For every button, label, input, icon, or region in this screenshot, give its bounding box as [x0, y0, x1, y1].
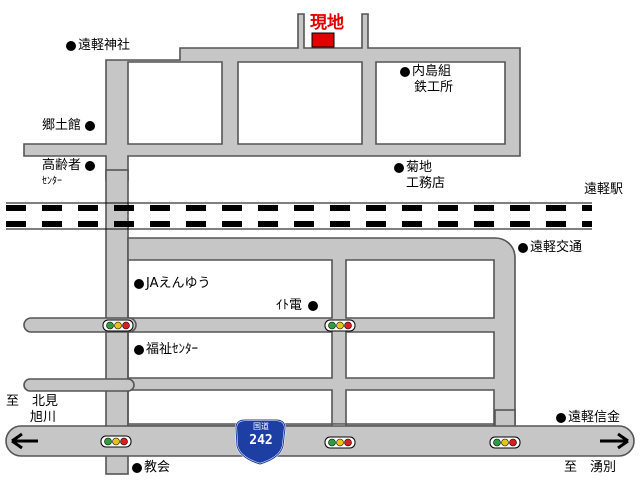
site-label: 現地 — [310, 13, 344, 33]
landmark-dot-icon — [134, 278, 144, 289]
traffic-light-icon — [324, 436, 356, 449]
traffic-light-icon — [489, 436, 521, 449]
landmark-dot-icon — [400, 66, 410, 77]
landmark-dot-icon — [134, 344, 144, 355]
route-shield-header: 国道 — [253, 422, 269, 431]
landmark-bank: 遠軽信金 — [556, 410, 620, 426]
direction-west: 至 北見 旭川 — [6, 394, 59, 425]
landmark-senior-center: 高齢者 ｾﾝﾀｰ — [42, 158, 97, 190]
railway-line — [6, 202, 592, 230]
landmark-ja: JAえんゆう — [134, 276, 211, 292]
site-marker — [311, 32, 335, 48]
landmark-dot-icon — [66, 40, 76, 51]
landmark-itoden: ｲﾄ電 — [276, 298, 320, 314]
road-west-street — [23, 378, 135, 392]
route-242-road — [5, 425, 635, 457]
traffic-light-icon — [324, 319, 356, 332]
landmark-shrine: 遠軽神社 — [66, 38, 130, 54]
traffic-light-icon — [100, 435, 132, 448]
traffic-lights — [100, 319, 521, 449]
station-label: 遠軽駅 — [584, 182, 624, 197]
landmark-dot-icon — [518, 242, 528, 253]
landmark-kikuchi: 菊地 工務店 — [394, 160, 445, 192]
landmark-iron-works: 内島組 鉄工所 — [400, 64, 453, 96]
landmark-museum: 郷土館 — [42, 118, 97, 134]
landmark-dot-icon — [394, 162, 404, 173]
landmark-dot-icon — [308, 300, 319, 311]
arrow-left-icon — [11, 432, 38, 450]
route-shield-number: 242 — [249, 433, 273, 448]
landmark-dot-icon — [556, 412, 566, 423]
landmark-welfare: 福祉ｾﾝﾀｰ — [134, 342, 198, 358]
traffic-light-icon — [102, 319, 134, 332]
route-shield-icon — [234, 419, 287, 466]
landmark-dot-icon — [85, 120, 96, 131]
road-south-grid — [127, 237, 516, 427]
landmark-kotsu: 遠軽交通 — [518, 240, 582, 256]
arrow-right-icon — [600, 432, 629, 450]
road-north-block — [23, 13, 521, 181]
landmark-church: 教会 — [132, 460, 170, 476]
landmark-dot-icon — [132, 462, 142, 473]
direction-east: 至 湧別 — [564, 460, 617, 475]
landmark-dot-icon — [85, 160, 96, 171]
